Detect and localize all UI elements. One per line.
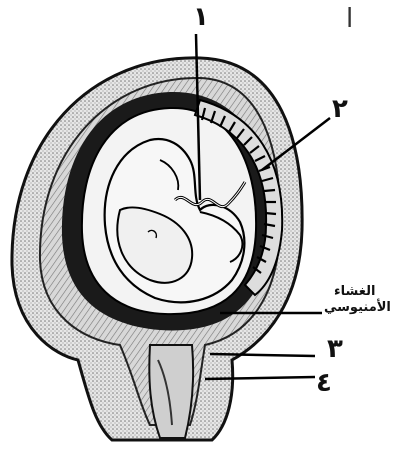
corner-mark: ا bbox=[346, 6, 353, 32]
amnion-label-line1: الغشاء bbox=[334, 284, 375, 299]
label-4: ٤ bbox=[316, 370, 332, 396]
label-1: ١ bbox=[193, 4, 209, 30]
amnion-label-line2: الأمنيوسي bbox=[324, 300, 391, 315]
label-3: ٣ bbox=[327, 336, 343, 362]
label-2: ٢ bbox=[332, 96, 348, 122]
